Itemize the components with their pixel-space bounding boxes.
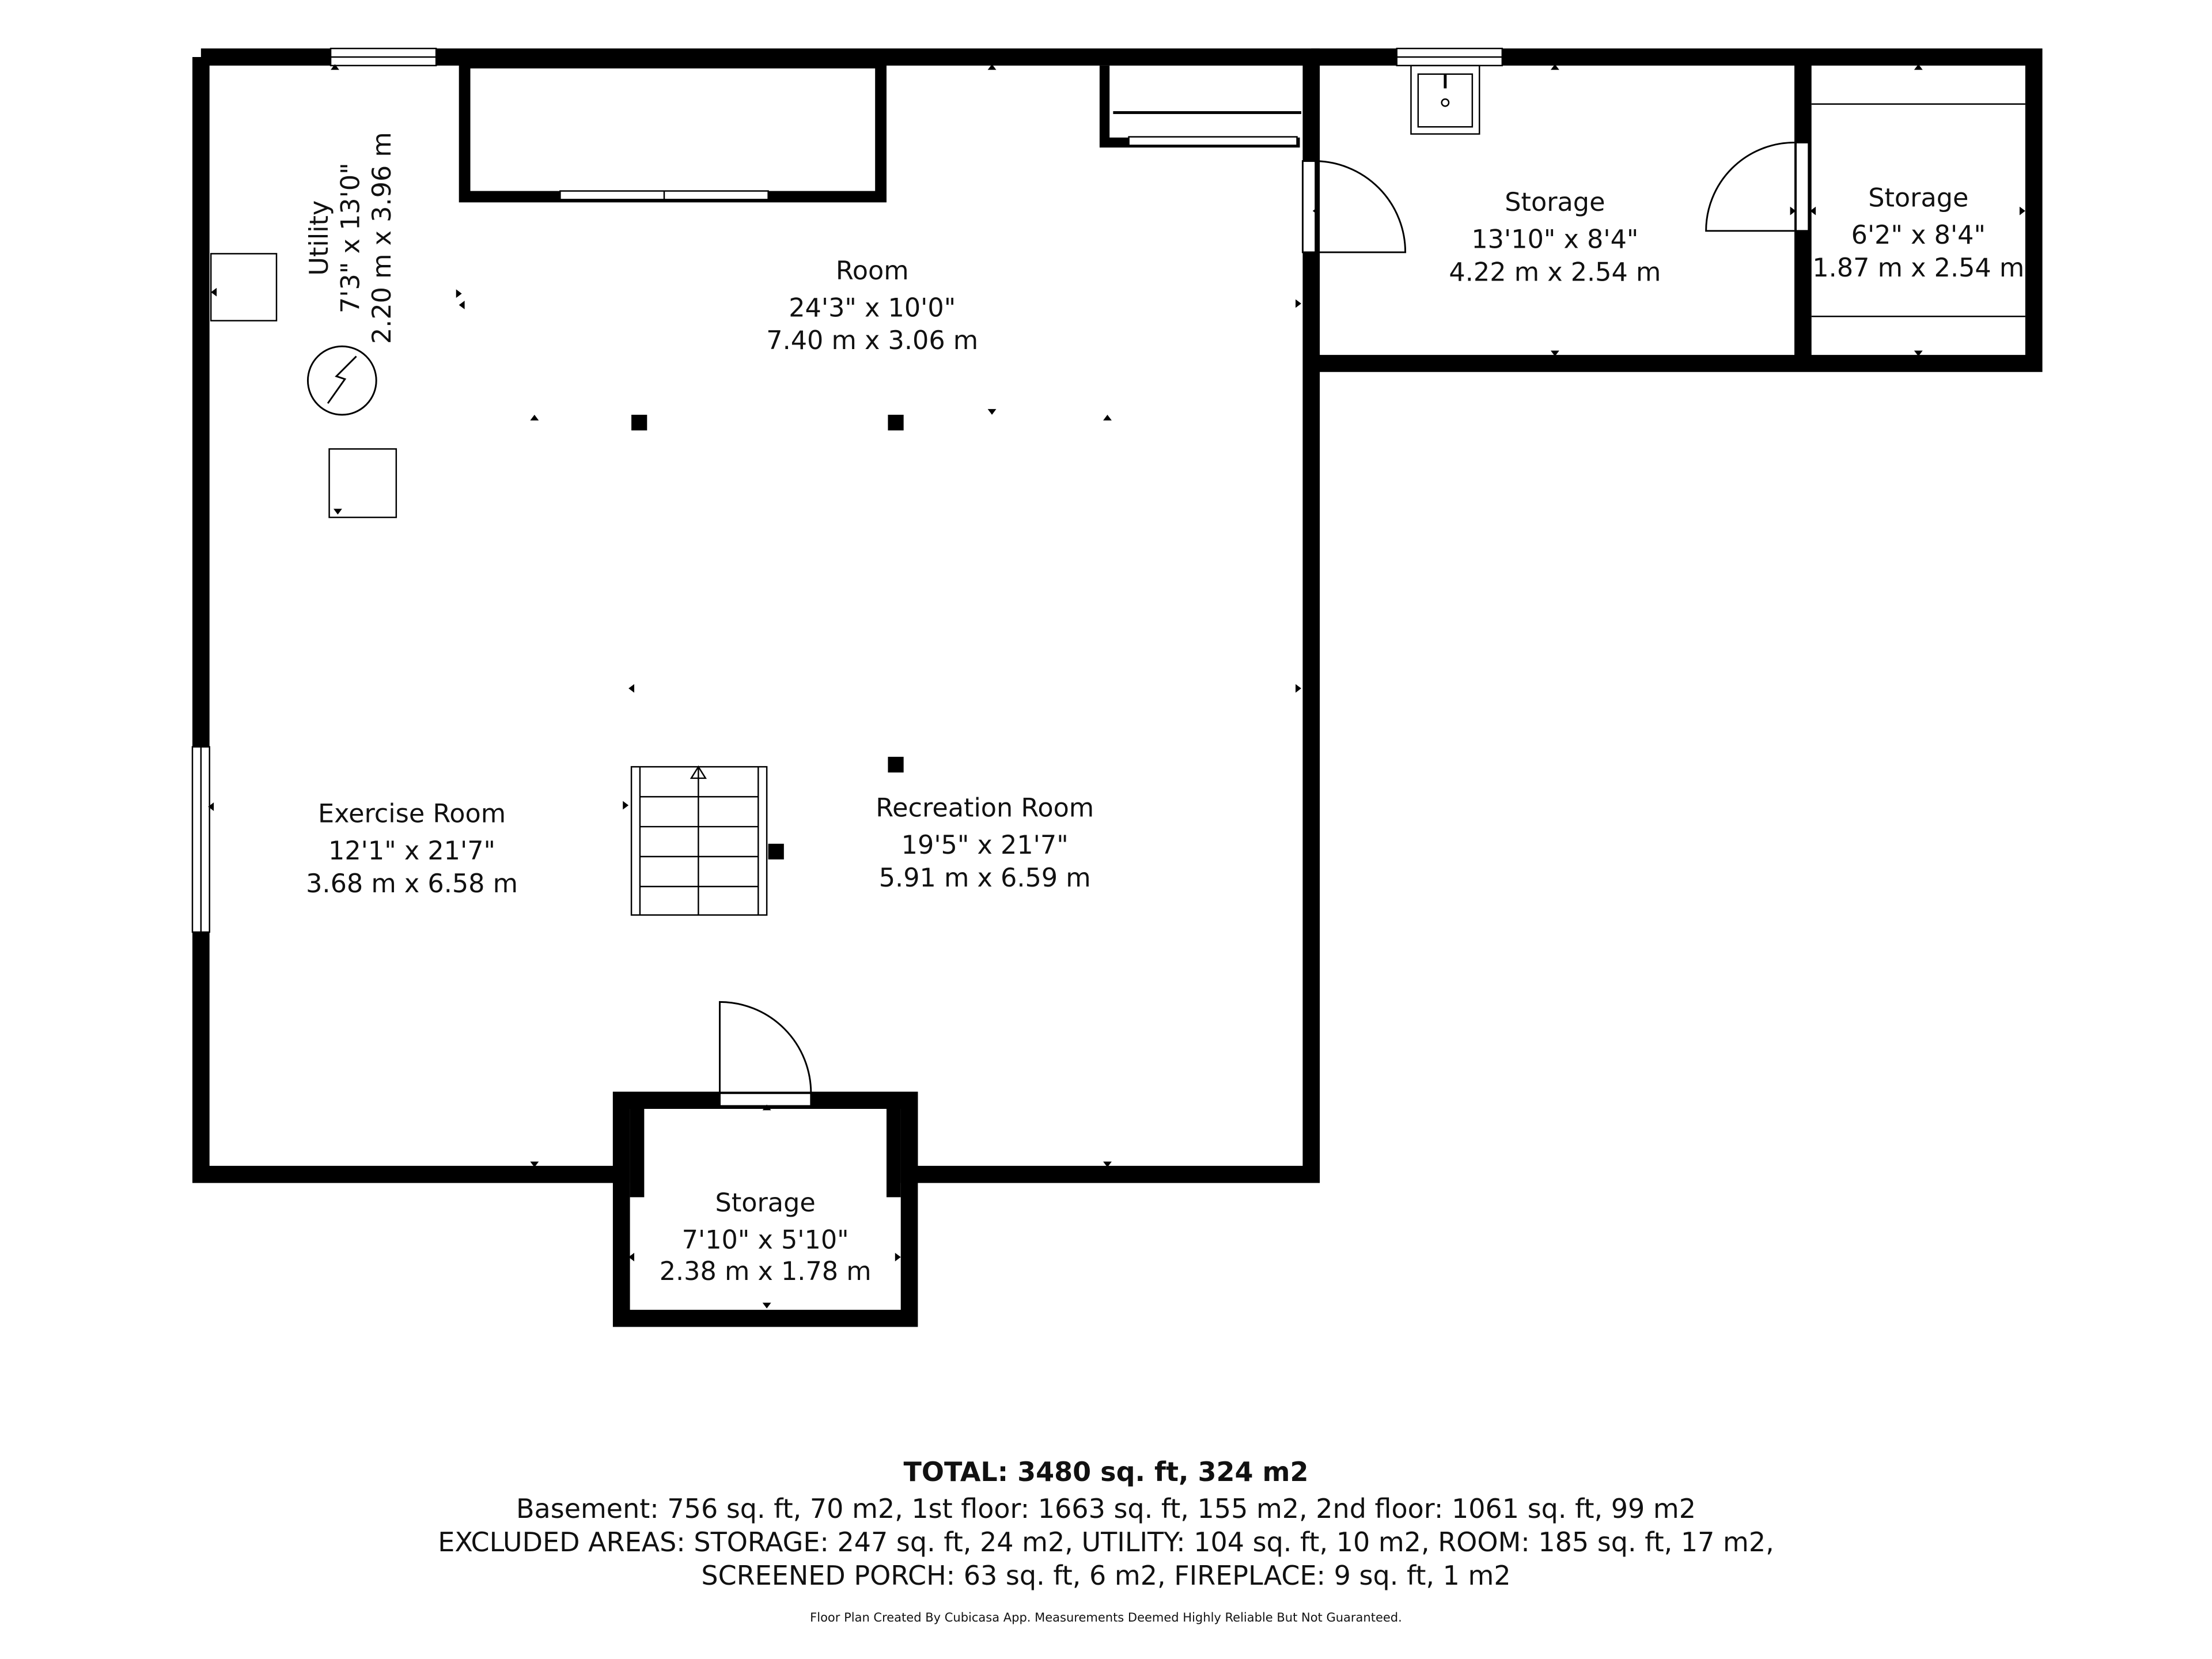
room-dims-metric: 4.22 m x 2.54 m: [1449, 257, 1661, 287]
room-dims-imperial: 24'3" x 10'0": [789, 293, 956, 323]
column: [888, 415, 904, 431]
door-jamb-storage-bottom: [719, 1092, 812, 1107]
room-name: Storage: [715, 1188, 816, 1218]
room-dims-metric: 2.38 m x 1.78 m: [660, 1256, 872, 1286]
walls: [192, 48, 2043, 1327]
column: [631, 415, 647, 431]
storage-mid-label: Storage 13'10" x 8'4" 4.22 m x 2.54 m: [1449, 187, 1661, 287]
small-closet-door: [1128, 136, 1298, 146]
door-swing-storage-right: [1705, 141, 1795, 232]
room-dims-metric: 2.20 m x 3.96 m: [367, 132, 397, 344]
windows: [191, 47, 1503, 933]
stair-direction-icon: [690, 765, 707, 779]
door-swing-storage-mid: [1314, 160, 1407, 253]
room-name: Storage: [1505, 187, 1605, 217]
room-dims-imperial: 12'1" x 21'7": [328, 836, 495, 866]
room-dims-metric: 1.87 m x 2.54 m: [1812, 253, 2024, 283]
door-swing-storage-bottom: [719, 1001, 812, 1093]
room-dims-imperial: 7'10" x 5'10": [682, 1225, 849, 1255]
stairs: [630, 765, 768, 916]
panel-box: [210, 253, 278, 321]
column: [888, 756, 904, 773]
room-name: Storage: [1868, 183, 1968, 213]
room-dims-imperial: 7'3" x 13'0": [336, 162, 366, 313]
door-jamb-storage-mid: [1301, 160, 1317, 253]
room-dims-metric: 5.91 m x 6.59 m: [879, 863, 1091, 893]
room-label: Room 24'3" x 10'0" 7.40 m x 3.06 m: [766, 256, 978, 355]
room-name: Exercise Room: [318, 799, 506, 829]
room-dims-imperial: 13'10" x 8'4": [1471, 225, 1638, 255]
room-dims-metric: 3.68 m x 6.58 m: [306, 869, 518, 899]
wall-markers: [208, 64, 2025, 1309]
columns: [631, 415, 904, 859]
storage-right-label: Storage 6'2" x 8'4" 1.87 m x 2.54 m: [1812, 183, 2024, 283]
sink-icon: [1410, 65, 1480, 135]
door-jamb-storage-right: [1795, 141, 1810, 232]
exercise-room-label: Exercise Room 12'1" x 21'7" 3.68 m x 6.5…: [306, 799, 518, 899]
water-heater: [328, 448, 397, 518]
utility-label: Utility 7'3" x 13'0" 2.20 m x 3.96 m: [304, 132, 397, 344]
storage-bottom-label: Storage 7'10" x 5'10" 2.38 m x 1.78 m: [660, 1188, 872, 1286]
room-name: Utility: [304, 200, 334, 276]
floor-areas: Basement: 756 sq. ft, 70 m2, 1st floor: …: [516, 1493, 1696, 1524]
credit-note: Floor Plan Created By Cubicasa App. Meas…: [810, 1611, 1402, 1624]
excluded-areas-line-2: SCREENED PORCH: 63 sq. ft, 6 m2, FIREPLA…: [701, 1560, 1511, 1591]
room-name: Room: [836, 256, 909, 286]
storage-wing-wall: [1311, 48, 2043, 372]
room-dims-metric: 7.40 m x 3.06 m: [766, 325, 978, 355]
total-area: TOTAL: 3480 sq. ft, 324 m2: [903, 1456, 1309, 1487]
room-dims-imperial: 19'5" x 21'7": [902, 830, 1069, 860]
recreation-room-label: Recreation Room 19'5" x 21'7" 5.91 m x 6…: [876, 793, 1094, 893]
excluded-areas-line-1: EXCLUDED AREAS: STORAGE: 247 sq. ft, 24 …: [438, 1527, 1774, 1558]
doors: [719, 141, 1810, 1107]
room-name: Recreation Room: [876, 793, 1094, 823]
closet-wall: [459, 56, 887, 203]
electrical-panel-icon: [306, 345, 377, 416]
column: [768, 843, 784, 859]
room-dims-imperial: 6'2" x 8'4": [1851, 220, 1986, 250]
small-closet-wall: [1099, 65, 1300, 148]
